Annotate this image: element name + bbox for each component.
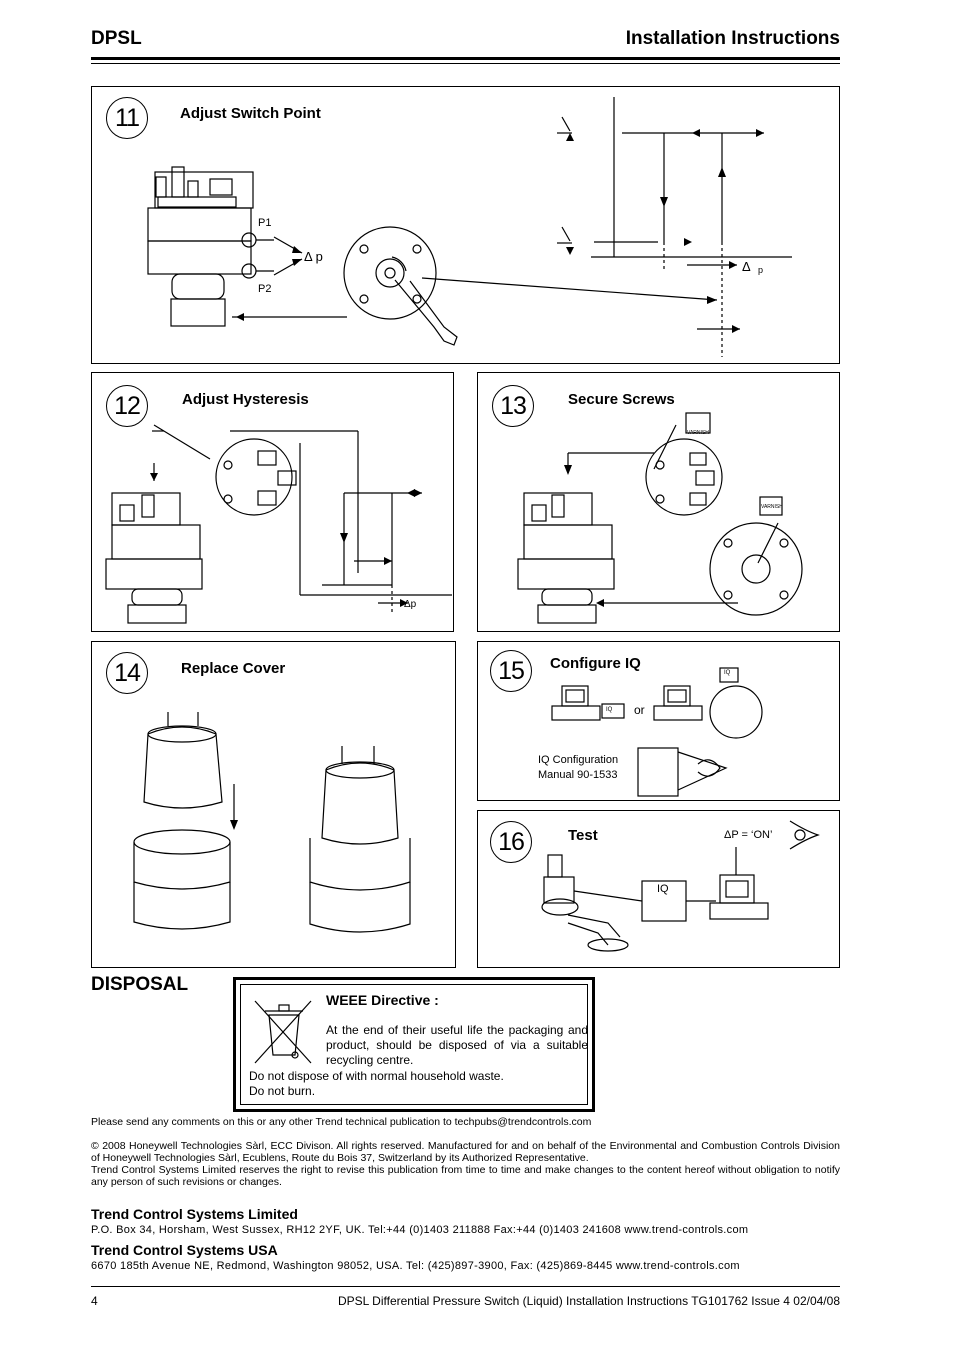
step-title: Secure Screws [568,391,675,408]
reserves-text: Trend Control Systems Limited reserves t… [91,1164,840,1188]
footer-rule [91,1286,840,1287]
step-number: 16 [490,821,532,863]
step-title: Adjust Hysteresis [182,391,309,408]
iq-label: IQ [657,883,669,895]
header-rule-thin [91,63,840,64]
test-illustration [541,820,820,952]
page-number: 4 [91,1294,98,1308]
doc-short-title: DPSL [91,28,142,49]
disposal-heading: DISPOSAL [91,974,189,995]
step-14-panel: 14 Replace Cover [91,641,456,968]
delta-p-axis-sub: p [758,265,764,275]
weee-box: WEEE Directive : At the end of their use… [233,977,595,1112]
manual-line-2: Manual 90-1533 [538,769,618,781]
manual-line-1: IQ Configuration [538,754,619,766]
step-title: Adjust Switch Point [180,105,321,122]
uk-company-name: Trend Control Systems Limited [91,1206,298,1222]
copyright-text: © 2008 Honeywell Technologies Sàrl, ECC … [91,1140,840,1164]
or-label: or [634,703,645,717]
step-title: Replace Cover [181,660,286,677]
step-number: 13 [492,385,534,427]
weee-line-2: Do not burn. [249,1084,316,1098]
delta-p-axis-label: Δ [742,259,751,274]
header-rule-thick [91,57,840,60]
step-13-panel: 13 Secure Screws VARNISH VARNISH [477,372,840,632]
comments-line: Please send any comments on this or any … [91,1116,592,1128]
weee-title: WEEE Directive : [326,992,439,1008]
weee-line-1: Do not dispose of with normal household … [249,1069,504,1083]
varnish-label-dial: VARNISH [761,504,783,510]
iq-label-network: IQ [724,670,731,676]
p1-label: P1 [258,217,272,229]
step-number: 15 [490,650,532,692]
step-12-panel: 12 Adjust Hysteresis [91,372,454,632]
secure-screws-illustration [517,412,803,624]
step-number: 11 [106,97,148,139]
step-title: Configure IQ [550,655,641,672]
doc-footer-title: DPSL Differential Pressure Switch (Liqui… [337,1294,840,1308]
step-number: 12 [106,385,148,427]
varnish-label-top: VARNISH [687,430,709,436]
weee-body: At the end of their useful life the pack… [326,1023,588,1067]
us-company-address: 6670 185th Avenue NE, Redmond, Washingto… [91,1260,740,1272]
delta-p-label: Δp [404,599,417,610]
configure-iq-illustration [551,667,763,797]
uk-company-address: P.O. Box 34, Horsham, West Sussex, RH12 … [91,1224,749,1236]
step-15-panel: 15 Configure IQ IQ IQ or IQ Configuratio… [477,641,840,801]
us-company-name: Trend Control Systems USA [91,1242,278,1258]
crossed-bin-icon [254,1000,312,1064]
hysteresis-illustration [105,424,452,624]
step-16-panel: 16 Test ΔP = ‘ON’ IQ [477,810,840,968]
step-11-panel: 11 Adjust Switch Point [91,86,840,364]
step-number: 14 [106,652,148,694]
iq-label: IQ [606,707,613,713]
switch-point-illustration [147,97,792,357]
delta-p-label: Δ p [304,249,323,264]
doc-section-title: Installation Instructions [625,28,840,49]
replace-cover-illustration [133,712,411,933]
step-title: Test [568,827,598,844]
delta-p-on-label: ΔP = ‘ON’ [724,829,773,841]
p2-label: P2 [258,283,272,295]
